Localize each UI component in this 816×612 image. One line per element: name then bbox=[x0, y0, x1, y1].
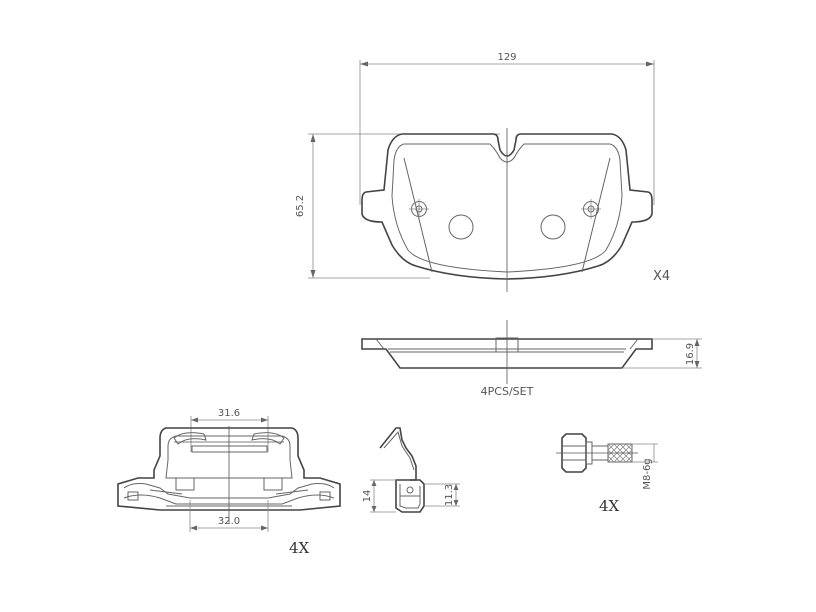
set-quantity-label: 4PCS/SET bbox=[481, 385, 534, 398]
bolt-thread-dimension: M8-6g bbox=[642, 458, 653, 489]
pad-height-dimension: 65.2 bbox=[295, 195, 306, 217]
pad-quantity-label: X4 bbox=[653, 269, 670, 284]
anti-rattle-clip: 31.6 32.0 4X bbox=[117, 408, 341, 557]
pad-boss-left bbox=[448, 214, 474, 240]
pad-boss-right bbox=[540, 214, 566, 240]
wear-spring: 14 11.3 bbox=[362, 427, 460, 513]
spring-height-dimension-b: 11.3 bbox=[444, 484, 455, 506]
bolt-quantity-label: 4X bbox=[599, 497, 620, 515]
pad-thickness-dimension: 16.9 bbox=[685, 343, 696, 365]
clip-quantity-label: 4X bbox=[289, 539, 310, 557]
guide-bolt: M8-6g 4X bbox=[556, 433, 658, 515]
brake-pad-front-view: 129 65.2 X4 bbox=[295, 52, 670, 292]
clip-top-width-dimension: 31.6 bbox=[218, 408, 240, 419]
spring-height-dimension-a: 14 bbox=[362, 490, 373, 503]
pad-width-dimension: 129 bbox=[497, 52, 516, 63]
clip-bottom-width-dimension: 32.0 bbox=[218, 516, 240, 527]
brake-pad-side-view: 16.9 4PCS/SET bbox=[361, 320, 702, 398]
